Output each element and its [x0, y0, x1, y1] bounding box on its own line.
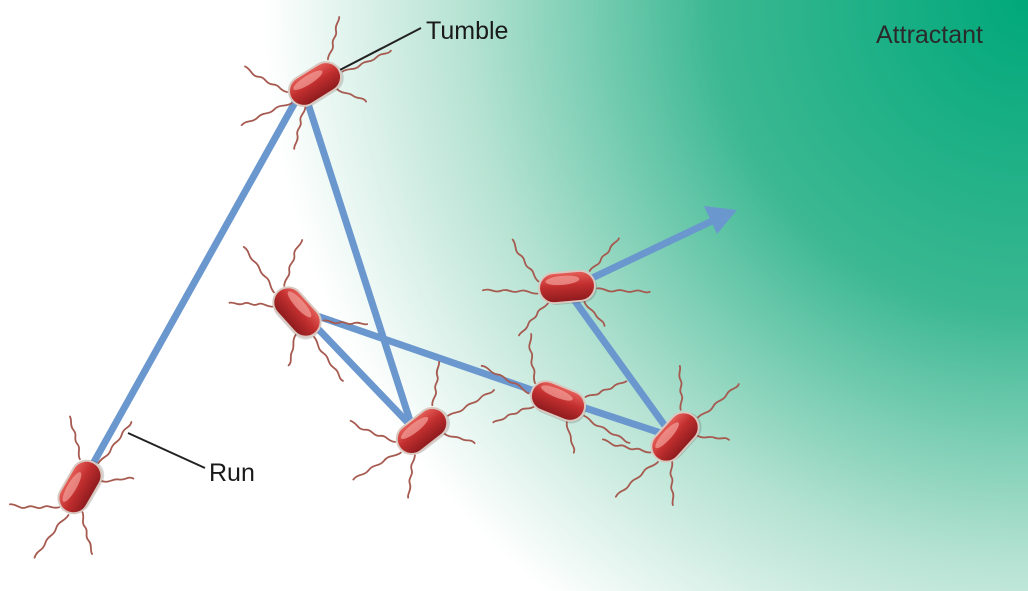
tumble-label: Tumble — [426, 19, 508, 44]
run-label: Run — [209, 461, 255, 486]
attractant-label: Attractant — [876, 23, 983, 48]
